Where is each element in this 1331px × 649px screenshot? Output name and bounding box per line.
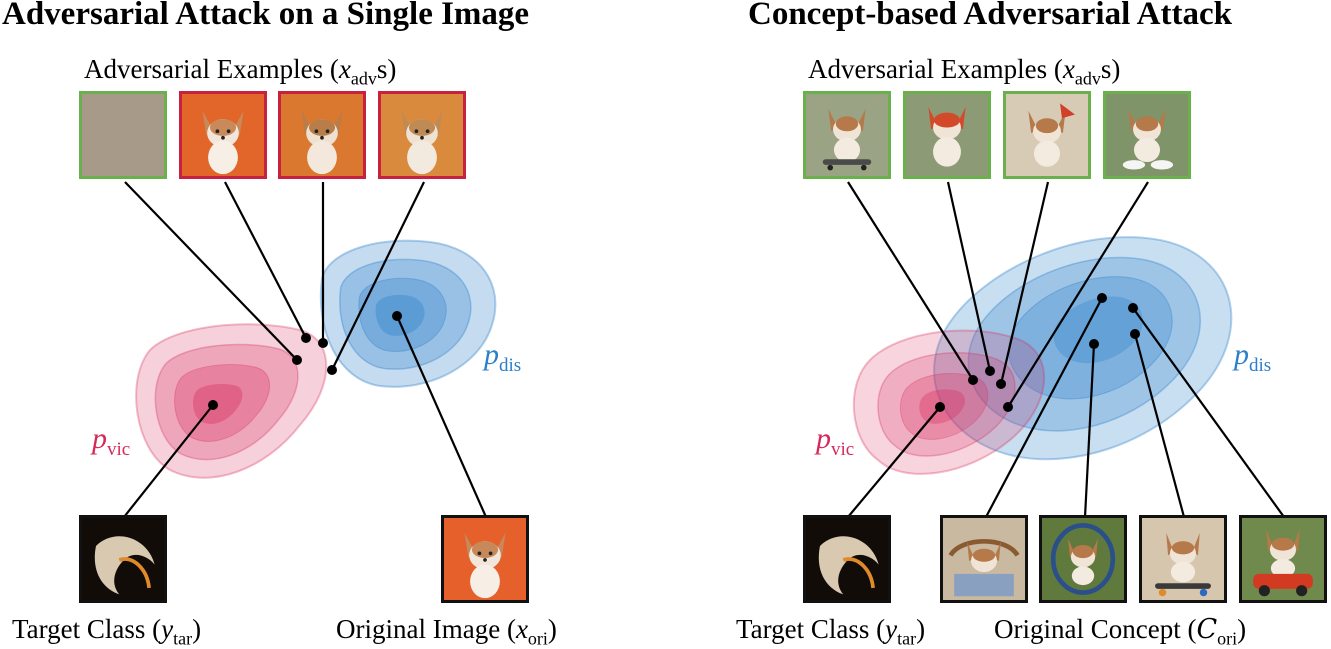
left-original-image-caption: Original Image (xori) <box>336 614 557 649</box>
right-target-class-image <box>803 515 891 603</box>
right-concept-image-4 <box>1239 515 1327 603</box>
right-adversarial-examples-caption: Adversarial Examples (xadvs) <box>808 54 1121 89</box>
puppy-image-icon <box>1006 94 1088 176</box>
puppy-skateboard-image-icon <box>806 94 888 176</box>
left-panel-title: Adversarial Attack on a Single Image <box>2 0 530 32</box>
right-concept-image-2 <box>1039 515 1127 603</box>
left-points <box>208 311 402 410</box>
right-adv-example-3 <box>1003 91 1091 179</box>
right-adv-example-2 <box>903 91 991 179</box>
left-dis-distribution <box>319 239 497 388</box>
puppy-basket-image-icon <box>943 518 1025 600</box>
right-adv-example-1 <box>803 91 891 179</box>
right-adv-example-4 <box>1103 91 1191 179</box>
puppy-image-icon <box>906 94 988 176</box>
left-dis-label: pdis <box>484 338 522 376</box>
puppy-car-image-icon <box>1242 518 1324 600</box>
right-panel-title: Concept-based Adversarial Attack <box>748 0 1232 32</box>
fish-image-icon <box>82 518 164 600</box>
right-dis-label: pdis <box>1234 338 1272 376</box>
left-adv-example-1 <box>79 91 167 179</box>
fish-image-icon <box>806 518 888 600</box>
left-adv-example-2 <box>179 91 267 179</box>
left-vic-label: pvic <box>92 422 131 460</box>
left-adv-example-4 <box>378 91 466 179</box>
left-original-image <box>441 515 529 603</box>
left-connector-lines <box>123 181 488 518</box>
left-target-class-image <box>79 515 167 603</box>
puppy-hoop-image-icon <box>1042 518 1124 600</box>
right-target-class-caption: Target Class (ytar) <box>736 614 926 649</box>
blank-image-icon <box>82 94 164 176</box>
puppy-image-icon <box>182 94 264 176</box>
left-adversarial-examples-caption: Adversarial Examples (xadvs) <box>84 54 397 89</box>
left-target-class-caption: Target Class (ytar) <box>12 614 202 649</box>
right-original-concept-caption: Original Concept (Cori) <box>994 614 1247 649</box>
left-vic-distribution <box>135 323 328 479</box>
puppy-image-icon <box>281 94 363 176</box>
right-points <box>935 293 1140 412</box>
puppy-image-icon <box>381 94 463 176</box>
right-connector-lines <box>847 181 1285 518</box>
right-concept-image-3 <box>1139 515 1227 603</box>
puppy-image-icon <box>1106 94 1188 176</box>
left-adv-example-3 <box>278 91 366 179</box>
puppy-image-icon <box>444 518 526 600</box>
right-concept-image-1 <box>940 515 1028 603</box>
right-vic-label: pvic <box>816 422 855 460</box>
puppy-skateboard-image-icon <box>1142 518 1224 600</box>
